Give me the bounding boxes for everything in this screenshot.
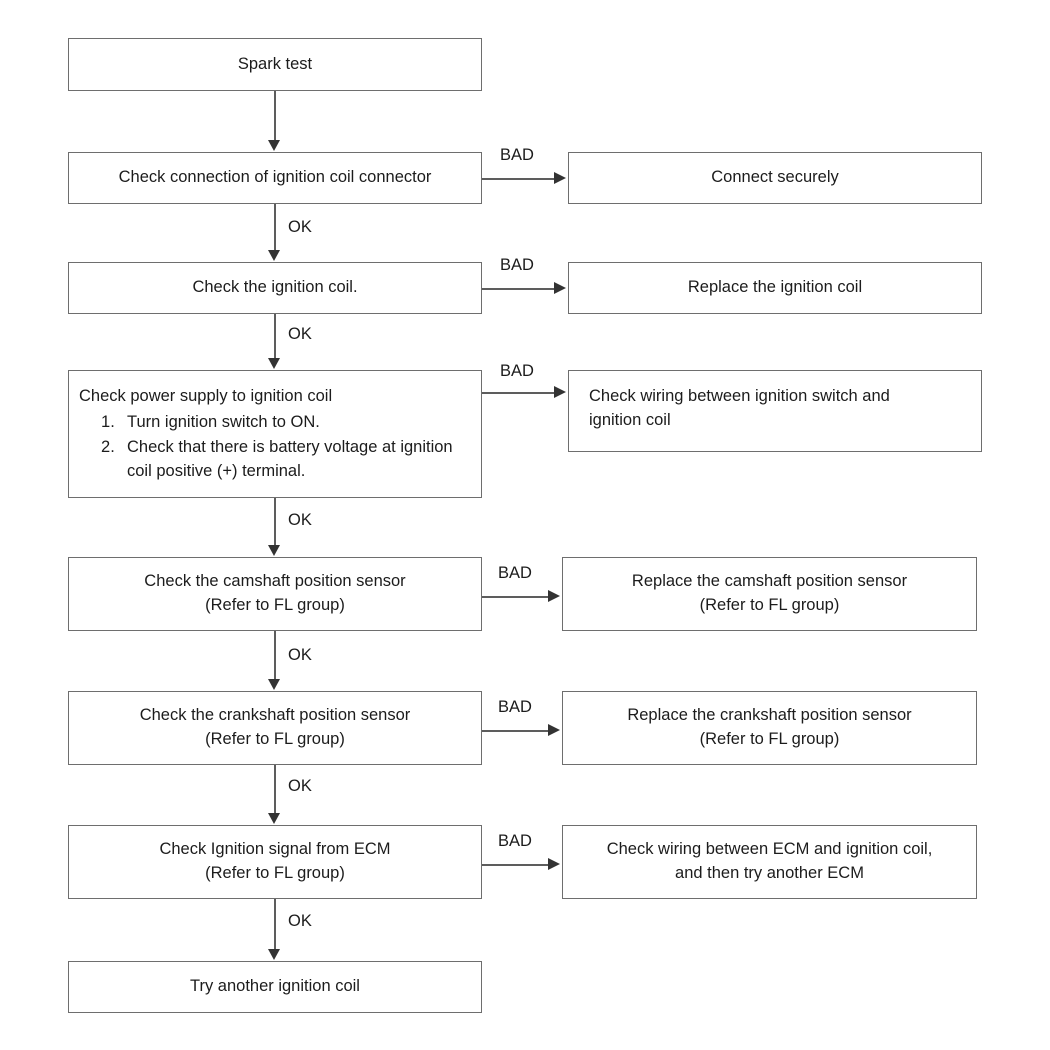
connector-vertical: [274, 314, 276, 359]
node-label-line2: (Refer to FL group): [699, 596, 840, 614]
node-label: Try another ignition coil: [190, 977, 360, 996]
node-label-line1: Check wiring between ignition switch and: [589, 387, 890, 405]
node-check-power-supply[interactable]: Check power supply to ignition coil Turn…: [68, 370, 482, 498]
node-replace-crankshaft-sensor[interactable]: Replace the crankshaft position sensor (…: [562, 691, 977, 765]
node-check-ignition-coil[interactable]: Check the ignition coil.: [68, 262, 482, 314]
node-label: Connect securely: [711, 168, 839, 187]
connector-vertical: [274, 765, 276, 813]
node-label: Spark test: [237, 54, 313, 73]
connector-vertical: [274, 899, 276, 949]
node-check-connector[interactable]: Check connection of ignition coil connec…: [68, 152, 482, 204]
node-label-line2: (Refer to FL group): [205, 864, 345, 882]
node-label-line2: ignition coil: [589, 410, 671, 429]
edge-label-ok: OK: [288, 325, 312, 343]
node-label-line2: and then try another ECM: [675, 864, 864, 882]
list-item: Turn ignition switch to ON.: [101, 411, 320, 435]
node-label-line1: Replace the crankshaft position sensor: [627, 706, 912, 725]
node-label: Check power supply to ignition coil: [79, 387, 333, 405]
connector-horizontal: [482, 178, 554, 180]
node-label-line1: Replace the camshaft position sensor: [631, 572, 908, 591]
arrow-right-icon: [548, 724, 560, 736]
arrow-down-icon: [268, 679, 280, 690]
edge-label-bad: BAD: [500, 146, 534, 164]
connector-vertical: [274, 204, 276, 251]
node-label-line1: Check the crankshaft position sensor: [139, 706, 411, 725]
node-check-wiring-ecm-coil[interactable]: Check wiring between ECM and ignition co…: [562, 825, 977, 899]
node-label-line2: (Refer to FL group): [205, 730, 345, 748]
node-label: Check connection of ignition coil connec…: [118, 168, 432, 187]
arrow-right-icon: [548, 858, 560, 870]
edge-label-bad: BAD: [500, 362, 534, 380]
arrow-down-icon: [268, 545, 280, 556]
edge-label-ok: OK: [288, 218, 312, 236]
connector-vertical: [274, 91, 276, 141]
node-check-crankshaft-sensor[interactable]: Check the crankshaft position sensor (Re…: [68, 691, 482, 765]
connector-horizontal: [482, 392, 554, 394]
edge-label-bad: BAD: [498, 698, 532, 716]
edge-label-bad: BAD: [498, 564, 532, 582]
arrow-down-icon: [268, 813, 280, 824]
node-label-line2: (Refer to FL group): [205, 596, 345, 614]
node-label: Replace the ignition coil: [687, 278, 863, 297]
connector-vertical: [274, 631, 276, 679]
arrow-down-icon: [268, 358, 280, 369]
arrow-right-icon: [554, 172, 566, 184]
edge-label-ok: OK: [288, 912, 312, 930]
list-item: Check that there is battery voltage at i…: [101, 436, 453, 480]
power-supply-steps: Check power supply to ignition coil Turn…: [79, 385, 471, 485]
node-label-line1: Check Ignition signal from ECM: [159, 840, 391, 859]
connector-horizontal: [482, 730, 548, 732]
numbered-step-list: Turn ignition switch to ON. Check that t…: [79, 411, 471, 484]
arrow-down-icon: [268, 140, 280, 151]
node-connect-securely[interactable]: Connect securely: [568, 152, 982, 204]
arrow-right-icon: [554, 282, 566, 294]
connector-horizontal: [482, 864, 548, 866]
node-check-ignition-signal[interactable]: Check Ignition signal from ECM (Refer to…: [68, 825, 482, 899]
node-label: Check the ignition coil.: [192, 278, 358, 297]
arrow-down-icon: [268, 250, 280, 261]
arrow-down-icon: [268, 949, 280, 960]
connector-vertical: [274, 498, 276, 545]
edge-label-bad: BAD: [500, 256, 534, 274]
arrow-right-icon: [548, 590, 560, 602]
node-spark-test[interactable]: Spark test: [68, 38, 482, 91]
node-label-line1: Check the camshaft position sensor: [144, 572, 406, 591]
connector-horizontal: [482, 288, 554, 290]
node-label-line1: Check wiring between ECM and ignition co…: [606, 840, 933, 859]
node-check-wiring-switch-coil[interactable]: Check wiring between ignition switch and…: [568, 370, 982, 452]
arrow-right-icon: [554, 386, 566, 398]
edge-label-ok: OK: [288, 777, 312, 795]
node-replace-camshaft-sensor[interactable]: Replace the camshaft position sensor (Re…: [562, 557, 977, 631]
edge-label-ok: OK: [288, 646, 312, 664]
node-try-another-coil[interactable]: Try another ignition coil: [68, 961, 482, 1013]
node-check-camshaft-sensor[interactable]: Check the camshaft position sensor (Refe…: [68, 557, 482, 631]
node-label-line2: (Refer to FL group): [699, 730, 840, 748]
node-replace-ignition-coil[interactable]: Replace the ignition coil: [568, 262, 982, 314]
connector-horizontal: [482, 596, 548, 598]
edge-label-bad: BAD: [498, 832, 532, 850]
edge-label-ok: OK: [288, 511, 312, 529]
